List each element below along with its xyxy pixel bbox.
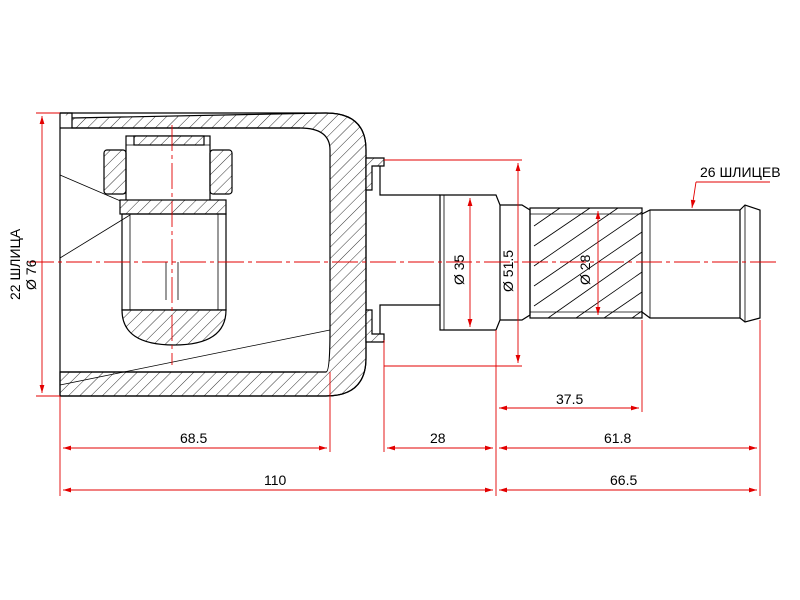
housing-spline-label: 22 ШЛИЦА [7,228,23,300]
dia-35-label: Ø 35 [451,254,467,285]
housing-diameter-label: Ø 76 [23,259,39,290]
spline-hatching [533,207,643,319]
dim-68-5: 68.5 [180,430,207,446]
shaft [439,194,761,331]
housing [59,112,440,397]
dim-61-8: 61.8 [604,430,631,446]
dim-28: 28 [430,430,446,446]
dia-51-5-label: Ø 51.5 [500,250,516,292]
dimension-lines [36,112,770,496]
dim-110: 110 [264,472,287,488]
dim-66-5: 66.5 [610,472,637,488]
dia-28-label: Ø 28 [577,254,593,285]
shaft-spline-label: 26 ШЛИЦЕВ [700,164,781,180]
tripod-roller [103,135,233,346]
dim-37-5: 37.5 [556,391,583,407]
